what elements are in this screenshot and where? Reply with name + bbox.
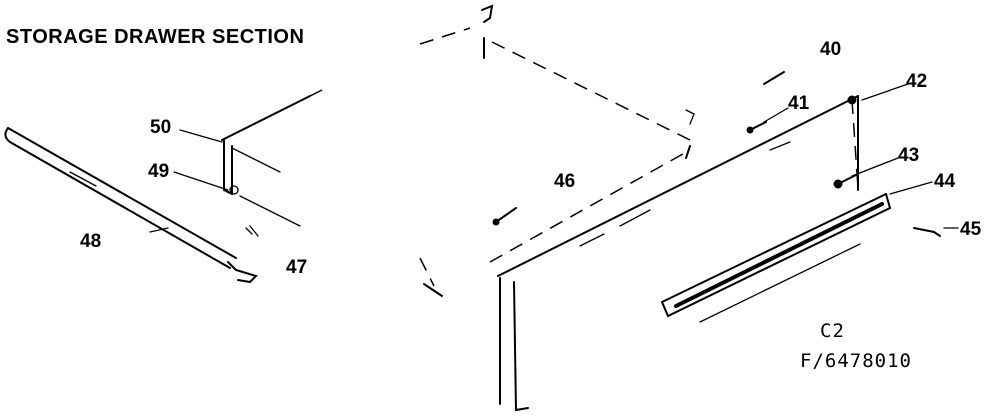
drawing-number: F/6478010 xyxy=(800,350,912,372)
leader-44 xyxy=(889,181,933,195)
leader-43 xyxy=(851,157,899,177)
callout-50: 50 xyxy=(150,117,172,138)
callout-46: 46 xyxy=(554,171,576,192)
leader-49 xyxy=(173,171,229,191)
callout-43: 43 xyxy=(898,145,920,166)
diagram-title: STORAGE DRAWER SECTION xyxy=(6,26,305,48)
left-slide-rail xyxy=(4,127,258,284)
callout-44: 44 xyxy=(934,171,956,192)
callout-49: 49 xyxy=(148,161,170,182)
leader-50 xyxy=(179,129,223,143)
callout-45: 45 xyxy=(960,219,982,240)
callout-47: 47 xyxy=(286,257,308,278)
callout-42: 42 xyxy=(906,71,928,92)
callout-40: 40 xyxy=(820,39,842,60)
front-rail xyxy=(661,193,891,323)
callout-48: 48 xyxy=(80,231,102,252)
callout-41: 41 xyxy=(788,93,810,114)
leader-41 xyxy=(763,107,789,123)
leader-42 xyxy=(861,83,909,101)
drawer-top-outline xyxy=(419,4,695,159)
small-parts xyxy=(492,71,941,237)
figure-code: C2 xyxy=(820,320,845,342)
drawer-body xyxy=(419,95,859,411)
left-bracket xyxy=(221,89,323,237)
